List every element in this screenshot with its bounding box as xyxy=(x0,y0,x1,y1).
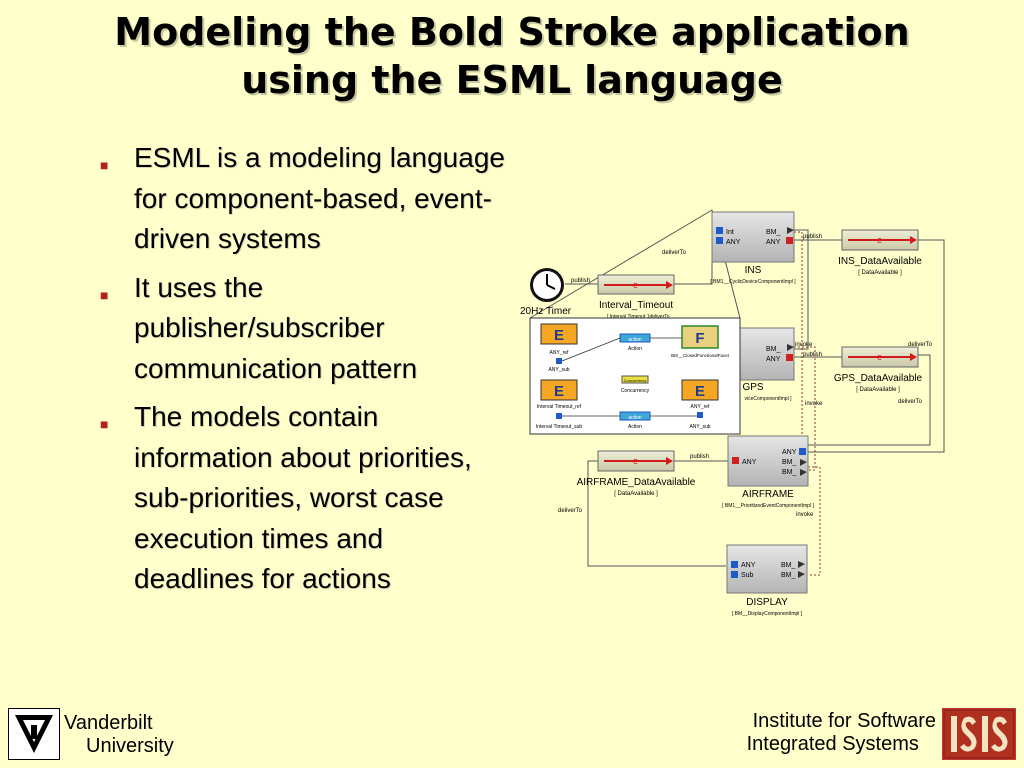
isis-line-2: Integrated Systems xyxy=(746,733,919,755)
ins-component: Int ANY BM_ ANY INS [ BM1__CyclicDeviceC… xyxy=(710,211,796,285)
bullet-item: ■ ESML is a modeling language for compone… xyxy=(96,138,506,260)
display-port-sub: Sub xyxy=(741,572,754,579)
isis-logo xyxy=(942,708,1016,760)
display-impl: [ BM__DisplayComponentImpl ] xyxy=(732,611,803,617)
ins-impl: [ BM1__CyclicDeviceComponentImpl ] xyxy=(710,279,796,285)
bullet-marker: ■ xyxy=(100,286,109,303)
connections xyxy=(565,229,945,567)
vanderbilt-logo xyxy=(8,708,60,760)
bullet-item: ■ The models contain information about pr… xyxy=(96,397,506,600)
airframe-name: AIRFRAME xyxy=(742,489,794,500)
deliverto-label: deliverTo xyxy=(662,250,687,256)
bullet-item: ■ It uses the publisher/subscriber commun… xyxy=(96,268,506,390)
inset-any-ref: ANY_ref xyxy=(550,350,570,356)
publish-label: publish xyxy=(803,234,822,240)
bullet-text: The models contain information about pri… xyxy=(134,401,472,594)
deliverto-label: deliverTo xyxy=(898,399,923,405)
inset-action-label: Action xyxy=(628,424,642,430)
ins-port-int: Int xyxy=(726,229,734,236)
ins-data-impl: [ DataAvailable ] xyxy=(858,270,902,276)
e-block-letter: E xyxy=(554,383,564,400)
airframe-component: ANY ANY BM_ BM_ AIRFRAME [ BM1__Prioriti… xyxy=(722,435,814,509)
inset-interval-ref: Interval Timeout_ref xyxy=(537,404,582,410)
display-component: ANY Sub BM_ BM_ DISPLAY [ BM__DisplayCom… xyxy=(726,544,808,617)
interval-timeout-event: e Interval_Timeout [ Interval Timeout.1d… xyxy=(597,274,675,320)
gps-name: GPS xyxy=(742,382,763,393)
ins-data-name: INS_DataAvailable xyxy=(838,256,922,267)
timer-clock-icon: 20Hz Timer xyxy=(520,268,572,317)
vu-line-1: Vanderbilt xyxy=(64,712,153,734)
ins-port-any: ANY xyxy=(726,239,741,246)
bullet-marker: ■ xyxy=(100,416,109,432)
airframe-impl: [ BM1__PrioritizedEventComponentImpl ] xyxy=(722,503,814,509)
airframe-port-any-in: ANY xyxy=(742,459,757,466)
interval-impl: [ Interval Timeout.1deliverTo xyxy=(607,314,670,320)
inset-action-label: Action xyxy=(628,346,642,352)
invoke-lines xyxy=(794,231,821,576)
vanderbilt-name: Vanderbilt University xyxy=(64,712,174,758)
inset-any-sub2: ANY_sub xyxy=(689,424,710,430)
display-port-any: ANY xyxy=(741,562,756,569)
airframe-port-bm1: BM_ xyxy=(782,459,797,466)
e-block-letter: E xyxy=(554,327,564,344)
ins-name: INS xyxy=(745,265,762,276)
event-glyph: e xyxy=(633,280,638,290)
gps-data-event: e GPS_DataAvailable [ DataAvailable ] xyxy=(834,346,923,393)
invoke-label: invoke xyxy=(795,342,813,348)
e-block-letter: E xyxy=(695,383,705,400)
zoom-inset: E ANY_ref ANY_sub E Interval Timeout_ref… xyxy=(529,317,741,435)
timer-label: 20Hz Timer xyxy=(520,306,572,317)
ins-port-bm: BM_ xyxy=(766,229,781,236)
publish-label: publish xyxy=(690,454,709,460)
gps-port-bm: BM_ xyxy=(766,346,781,353)
isis-line-1: Institute for Software xyxy=(752,710,936,732)
vu-line-2: University xyxy=(86,735,174,757)
isis-name: Institute for Software Integrated System… xyxy=(747,710,936,756)
ins-port-any-out: ANY xyxy=(766,239,781,246)
inset-concurrency-box: Concurrency xyxy=(624,378,647,383)
airframe-port-any: ANY xyxy=(782,449,797,456)
inset-concurrency: Concurrency xyxy=(621,388,650,394)
gps-port-any: ANY xyxy=(766,356,781,363)
publish-label: publish xyxy=(803,352,822,358)
display-port-bm2: BM_ xyxy=(781,572,796,579)
gps-impl: viceComponentImpl ] xyxy=(745,396,793,402)
publish-label: publish xyxy=(571,278,590,284)
display-name: DISPLAY xyxy=(746,597,788,608)
title-line-2: using the ESML language xyxy=(241,58,783,102)
inset-action: action xyxy=(628,415,642,421)
inset-any-sub: ANY_sub xyxy=(548,367,569,373)
gps-data-name: GPS_DataAvailable xyxy=(834,373,923,384)
gps-data-impl: [ DataAvailable ] xyxy=(856,387,900,393)
deliverto-label: deliverTo xyxy=(908,342,933,348)
inset-action: action xyxy=(628,337,642,343)
inset-any-ref2: ANY_ref xyxy=(691,404,711,410)
inset-facet: BM__ClosedFunctionalFacet xyxy=(671,353,730,358)
ins-data-event: e INS_DataAvailable [ DataAvailable ] xyxy=(838,229,922,276)
bullet-text: ESML is a modeling language for componen… xyxy=(134,142,505,254)
event-glyph: e xyxy=(633,456,638,466)
invoke-label: invoke xyxy=(805,401,823,407)
f-block-letter: F xyxy=(695,330,704,347)
event-glyph: e xyxy=(877,235,882,245)
bullet-list: ■ ESML is a modeling language for compone… xyxy=(96,138,506,608)
inset-interval-sub: Interval Timeout_sub xyxy=(536,424,583,430)
invoke-label: invoke xyxy=(796,512,814,518)
airframe-data-event: e AIRFRAME_DataAvailable [ DataAvailable… xyxy=(577,450,696,497)
title-line-1: Modeling the Bold Stroke application xyxy=(114,10,910,54)
event-glyph: e xyxy=(877,352,882,362)
airframe-data-impl: [ DataAvailable ] xyxy=(614,491,658,497)
deliverto-label: deliverTo xyxy=(558,508,583,514)
airframe-data-name: AIRFRAME_DataAvailable xyxy=(577,477,696,488)
interval-name: Interval_Timeout xyxy=(599,300,673,311)
slide-title: Modeling the Bold Stroke application usi… xyxy=(0,8,1024,104)
display-port-bm1: BM_ xyxy=(781,562,796,569)
bullet-text: It uses the publisher/subscriber communi… xyxy=(134,271,418,384)
bullet-marker: ■ xyxy=(100,157,109,173)
airframe-port-bm2: BM_ xyxy=(782,469,797,476)
